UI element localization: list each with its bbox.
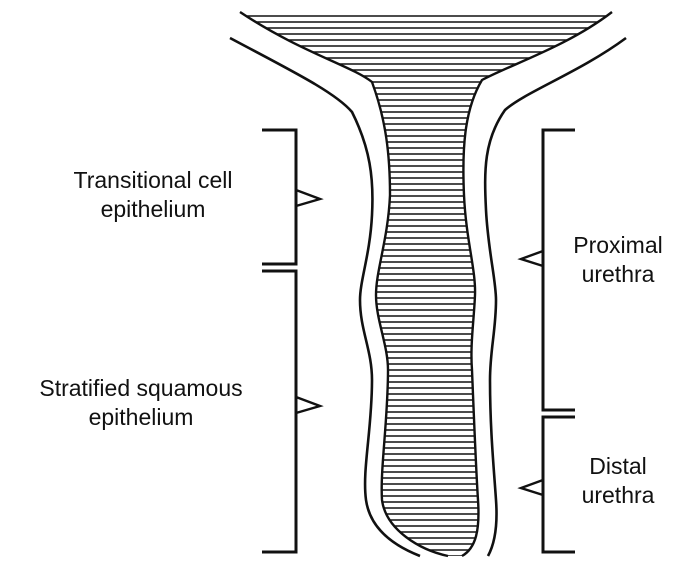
label-line: urethra [558, 260, 678, 289]
label-line: epithelium [28, 195, 278, 224]
label-line: Transitional cell [28, 166, 278, 195]
label-proximal-urethra: Proximal urethra [558, 231, 678, 289]
label-line: Stratified squamous [8, 374, 274, 403]
label-line: Proximal [558, 231, 678, 260]
label-stratified-squamous-epithelium: Stratified squamous epithelium [8, 374, 274, 432]
label-line: epithelium [8, 403, 274, 432]
label-distal-urethra: Distal urethra [568, 452, 668, 510]
bracket-distal [521, 417, 575, 552]
label-line: urethra [568, 481, 668, 510]
label-line: Distal [568, 452, 668, 481]
label-transitional-cell-epithelium: Transitional cell epithelium [28, 166, 278, 224]
